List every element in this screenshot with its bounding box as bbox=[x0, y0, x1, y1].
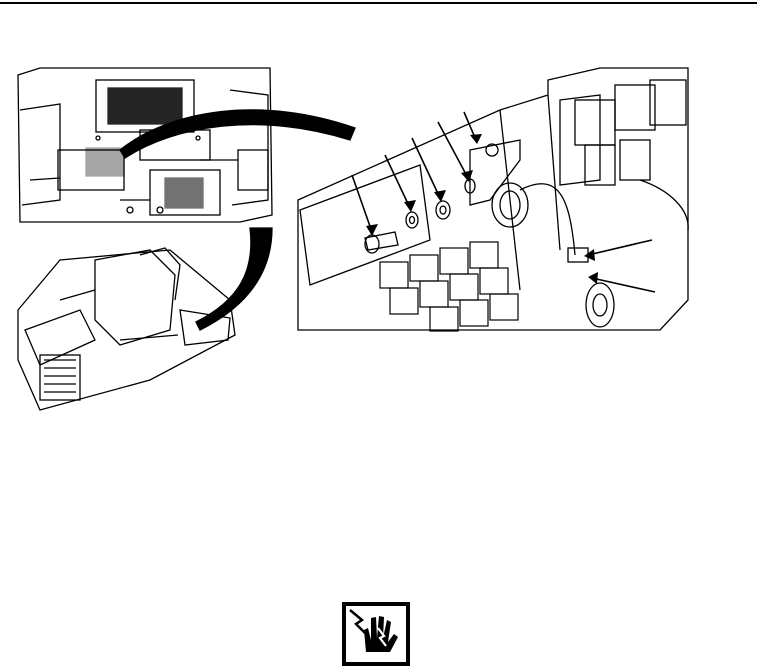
callout-2-leader bbox=[384, 154, 411, 209]
connector-arrow-upper bbox=[119, 109, 356, 159]
callout-6-leader bbox=[587, 239, 653, 256]
dashboard-inset bbox=[17, 67, 273, 223]
callout-leaders bbox=[351, 111, 656, 293]
callout-4-leader bbox=[437, 121, 469, 179]
callout-1-leader bbox=[351, 174, 373, 233]
callout-3-leader bbox=[411, 137, 441, 199]
relay-panel-detail bbox=[297, 67, 689, 332]
electrical-hazard-hand-icon bbox=[342, 602, 410, 666]
connector-arrow-lower bbox=[195, 227, 273, 331]
callout-7-leader bbox=[591, 277, 656, 293]
header-rule bbox=[0, 2, 757, 4]
vehicle-cab-inset bbox=[17, 247, 236, 411]
